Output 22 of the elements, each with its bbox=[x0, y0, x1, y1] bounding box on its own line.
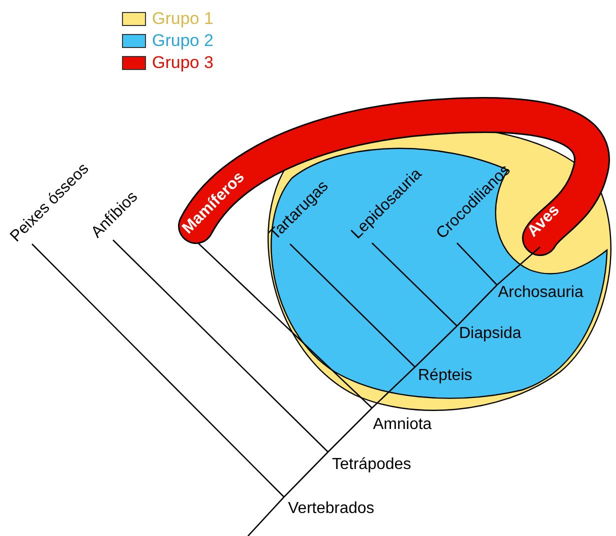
clade-label: Diapsida bbox=[459, 325, 522, 343]
clade-label: Amniota bbox=[373, 416, 432, 434]
branch-line bbox=[456, 242, 498, 286]
branch-line bbox=[372, 242, 458, 326]
branch-line bbox=[198, 242, 372, 408]
branch-line bbox=[456, 284, 498, 326]
clade-label: Vertebrados bbox=[288, 500, 374, 518]
branch-line bbox=[414, 326, 458, 368]
branch-line bbox=[372, 366, 416, 408]
branch-line bbox=[112, 240, 328, 452]
branch-line bbox=[284, 452, 328, 498]
clade-label: Archosauria bbox=[498, 284, 584, 302]
legend-label: Grupo 1 bbox=[152, 10, 214, 28]
legend-label: Grupo 3 bbox=[152, 54, 214, 72]
branch-line bbox=[248, 496, 284, 536]
legend-label: Grupo 2 bbox=[152, 32, 214, 50]
branch-line bbox=[496, 246, 540, 286]
clade-label: Tetrápodes bbox=[332, 456, 412, 474]
clade-label: Répteis bbox=[418, 367, 472, 385]
branch-line bbox=[32, 244, 284, 498]
branch-line bbox=[290, 244, 416, 368]
branch-line bbox=[328, 408, 372, 452]
